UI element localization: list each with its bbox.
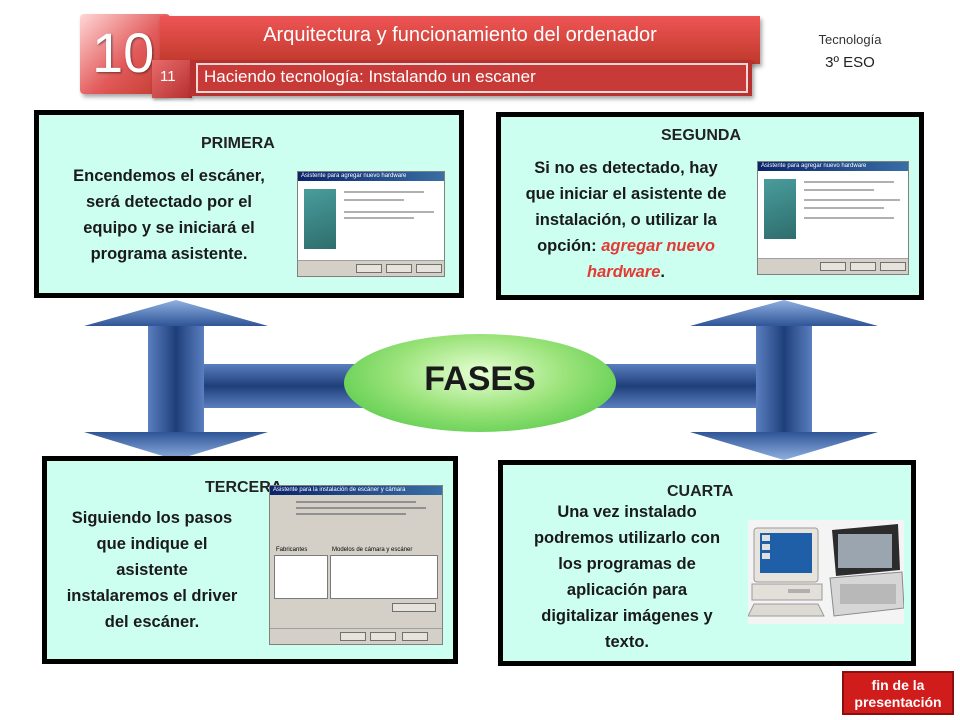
phase-primera-box: PRIMERA Encendemos el escáner, será dete… [34,110,464,298]
phase-segunda-box: SEGUNDA Si no es detectado, hay que inic… [496,112,924,300]
phase-description: Si no es detectado, hay que iniciar el a… [525,159,727,281]
left-arrow-head-down [84,432,268,460]
phase-description: Una vez instalado podremos utilizarlo co… [533,503,721,651]
phase-title: PRIMERA [201,135,275,152]
right-arrow-head-down [690,432,878,460]
phase-description: Siguiendo los pasos que indique el asist… [66,509,238,631]
highlight-text: agregar nuevo [601,237,715,255]
phase-title: CUARTA [667,483,734,500]
highlight-text: hardware [587,263,661,281]
computer-and-scanner-image [748,520,904,624]
phase-title: TERCERA [205,479,283,496]
lesson-title-frame [196,63,748,93]
left-arrow-head-up [84,300,268,326]
wizard-art [304,189,336,249]
fases-label: FASES [424,360,536,398]
unit-title: Arquitectura y funcionamiento del ordena… [263,24,657,46]
right-arrow-head-up [690,300,878,326]
phase-tercera-box: TERCERA Siguiendo los pasos que indique … [42,456,458,664]
left-arrow-shaft [148,326,204,434]
phase-title: SEGUNDA [661,127,742,144]
subject-label: Tecnología [818,32,882,47]
hardware-wizard-screenshot: Asistente para agregar nuevo hardware [757,161,909,275]
unit-number: 10 [92,21,155,84]
unit-title-bar [160,16,760,64]
fases-ellipse [344,334,616,432]
scanner-wizard-screenshot: Asistente para la instalación de escáner… [269,485,443,645]
right-arrow-shaft [756,326,812,434]
grade-label: 3º ESO [825,54,875,71]
lesson-title: Haciendo tecnología: Instalando un escan… [204,67,536,86]
lesson-number-box [152,60,192,98]
wizard-art [764,179,796,239]
end-presentation-button[interactable]: fin de la presentación [842,671,954,715]
hardware-wizard-screenshot: Asistente para agregar nuevo hardware [297,171,445,277]
phase-description: Encendemos el escáner, será detectado po… [73,167,265,263]
lesson-number: 11 [160,68,176,85]
